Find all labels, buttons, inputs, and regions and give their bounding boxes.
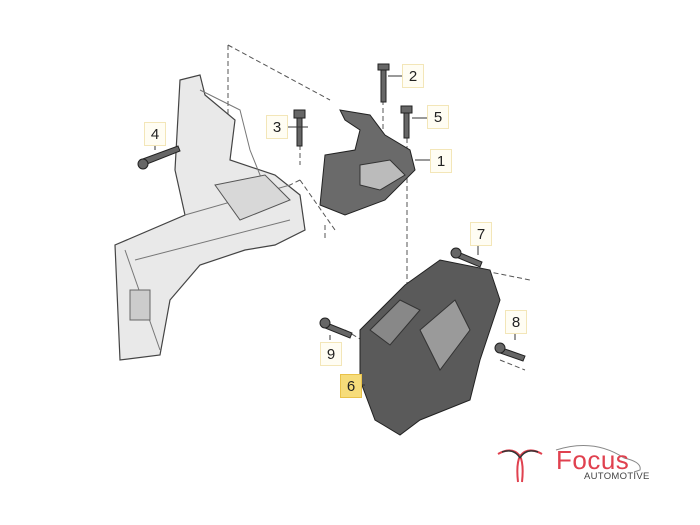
callout-2[interactable]: 2 [402,64,424,88]
engine-mount-part-1 [319,109,416,216]
callout-7[interactable]: 7 [470,222,492,246]
callout-1[interactable]: 1 [430,149,452,173]
bracket-part-6 [359,259,501,436]
logo-subtitle-text: AUTOMOTIVE [584,471,650,482]
callout-5[interactable]: 5 [427,105,449,129]
logo-emblem-icon [497,445,641,483]
subframe-part [114,74,306,361]
bolts [137,63,526,362]
callout-9[interactable]: 9 [320,342,342,366]
callout-8[interactable]: 8 [505,310,527,334]
callout-6[interactable]: 6 [340,374,362,398]
callout-3[interactable]: 3 [266,115,288,139]
callout-4[interactable]: 4 [144,122,166,146]
assembly-guide-lines [227,44,531,371]
logo-brand-text: Focus [556,445,630,475]
